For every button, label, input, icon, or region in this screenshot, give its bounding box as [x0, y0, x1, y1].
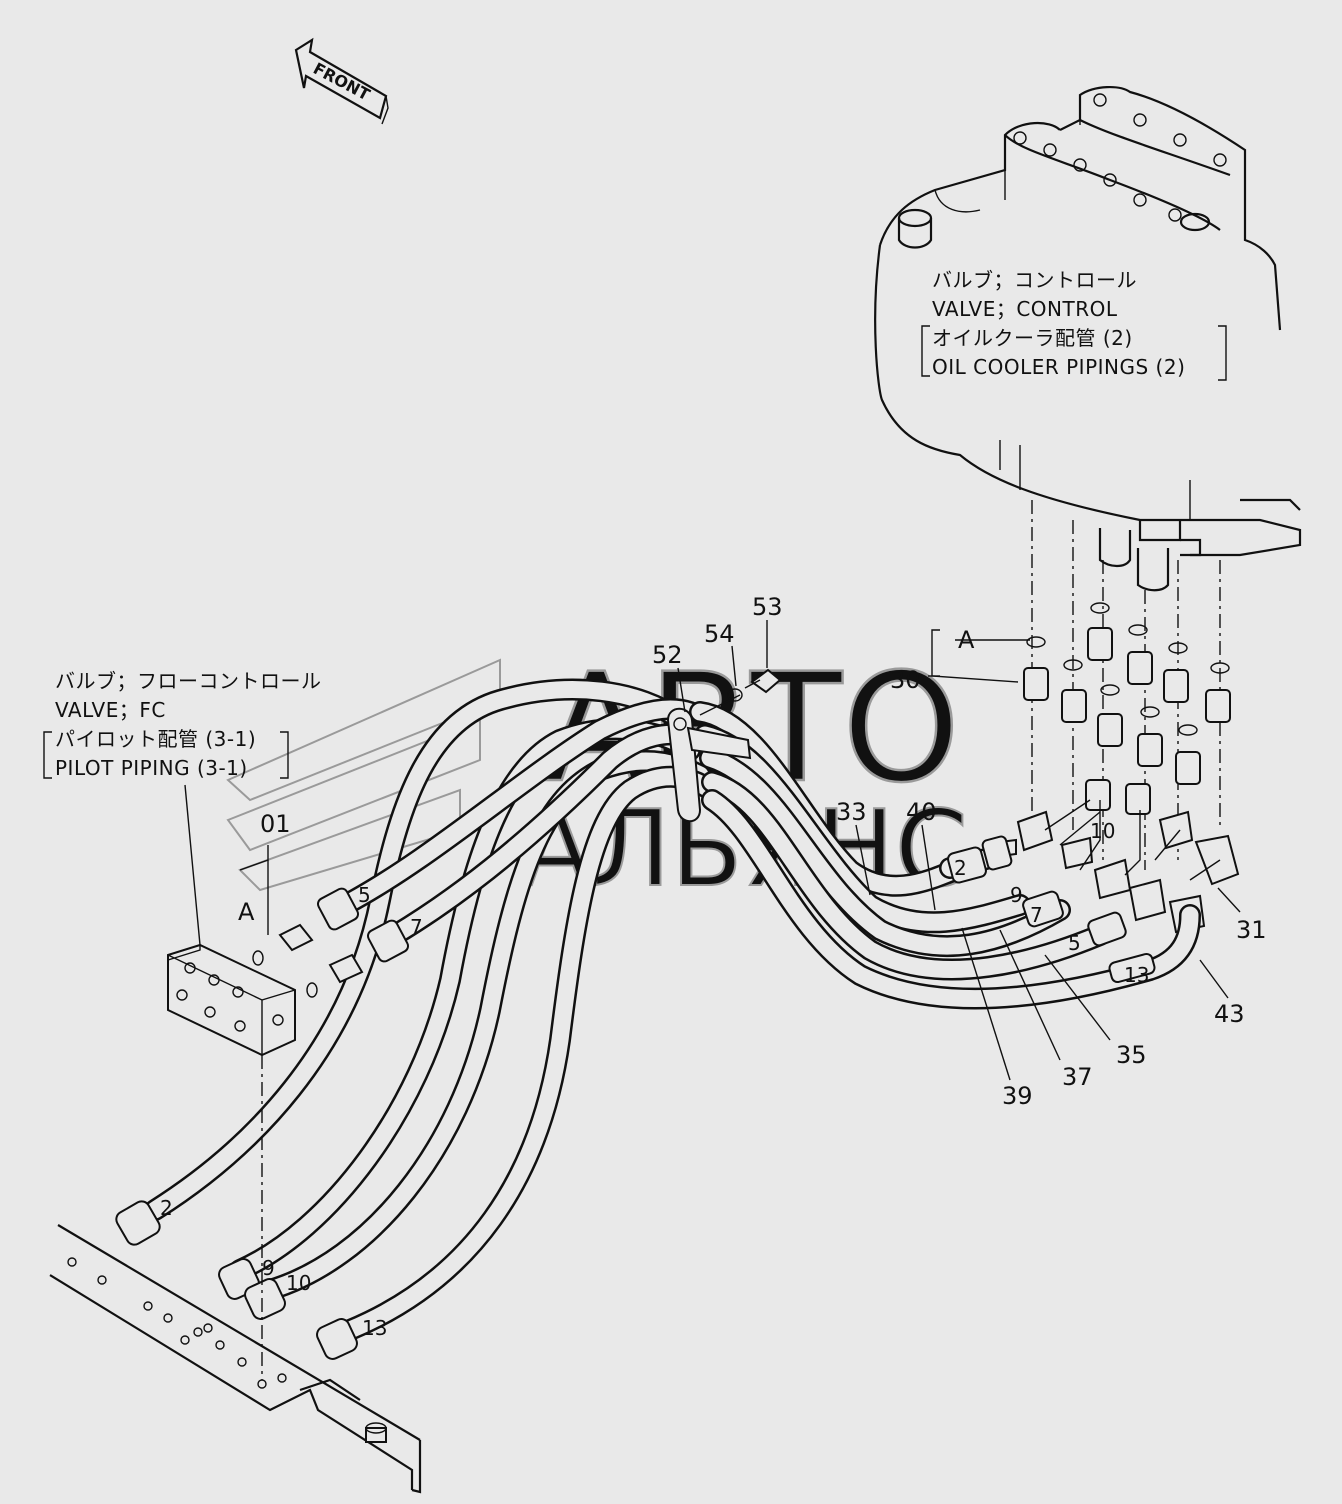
- fc-valve-note-line2: VALVE；FC: [55, 698, 166, 722]
- callout-33: 33: [836, 798, 867, 826]
- hose-mark-10-bottom: 10: [286, 1271, 311, 1295]
- hose-mark-7-right: 7: [1030, 903, 1043, 927]
- hose-mark-13-bottom: 13: [362, 1316, 387, 1340]
- hose-mark-13-right: 13: [1124, 963, 1149, 987]
- callout-40: 40: [906, 798, 937, 826]
- control-valve-note-line1: バルブ；コントロール: [932, 268, 1137, 292]
- hose-mark-9-right: 9: [1010, 883, 1023, 907]
- callout-35: 35: [1116, 1041, 1147, 1069]
- hose-mark-5-left: 5: [358, 883, 371, 907]
- callout-a-left: A: [238, 898, 255, 926]
- control-valve-note-line4: OIL COOLER PIPINGS (2): [932, 355, 1185, 379]
- hoses: [115, 678, 1201, 1360]
- bracket-plate: [49, 1224, 422, 1494]
- callout-54: 54: [704, 620, 735, 648]
- control-valve-note-line3: オイルクーラ配管 (2): [932, 326, 1133, 350]
- hose-mark-10-right: 10: [1090, 819, 1115, 843]
- hose-mark-9-bottom: 9: [262, 1256, 275, 1280]
- hose-marks: 2 9 10 7 5 13 5 7 2 9 10 13: [160, 819, 1149, 1340]
- fc-valve-note-line3: パイロット配管 (3-1): [55, 727, 256, 751]
- callout-43: 43: [1214, 1000, 1245, 1028]
- fc-valve-note-line1: バルブ；フローコントロール: [55, 669, 322, 693]
- callout-a-top: A: [958, 626, 975, 654]
- control-valve: [874, 86, 1302, 592]
- hose-mark-5-right: 5: [1068, 931, 1081, 955]
- hose-mark-7-left: 7: [410, 915, 423, 939]
- control-valve-note: バルブ；コントロール VALVE；CONTROL オイルクーラ配管 (2) OI…: [921, 268, 1227, 381]
- control-valve-note-line2: VALVE；CONTROL: [932, 297, 1118, 321]
- callouts: 53 54 52 A 30 33 40 31 43 35 37 39 01 A: [238, 593, 1267, 1110]
- callout-31: 31: [1236, 916, 1267, 944]
- hose-mark-2-bottom: 2: [160, 1196, 173, 1220]
- clamp: [666, 668, 782, 823]
- hose-mark-2-right: 2: [954, 856, 967, 880]
- fc-valve-note: バルブ；フローコントロール VALVE；FC パイロット配管 (3-1) PIL…: [43, 669, 322, 946]
- callout-30: 30: [890, 666, 921, 694]
- callout-37: 37: [1062, 1063, 1093, 1091]
- callout-39: 39: [1002, 1082, 1033, 1110]
- leader-lines: [677, 620, 1241, 1081]
- fc-valve-note-line4: PILOT PIPING (3-1): [55, 756, 248, 780]
- callout-53: 53: [752, 593, 783, 621]
- callout-01: 01: [260, 810, 291, 838]
- front-arrow: FRONT: [294, 37, 389, 125]
- callout-52: 52: [652, 641, 683, 669]
